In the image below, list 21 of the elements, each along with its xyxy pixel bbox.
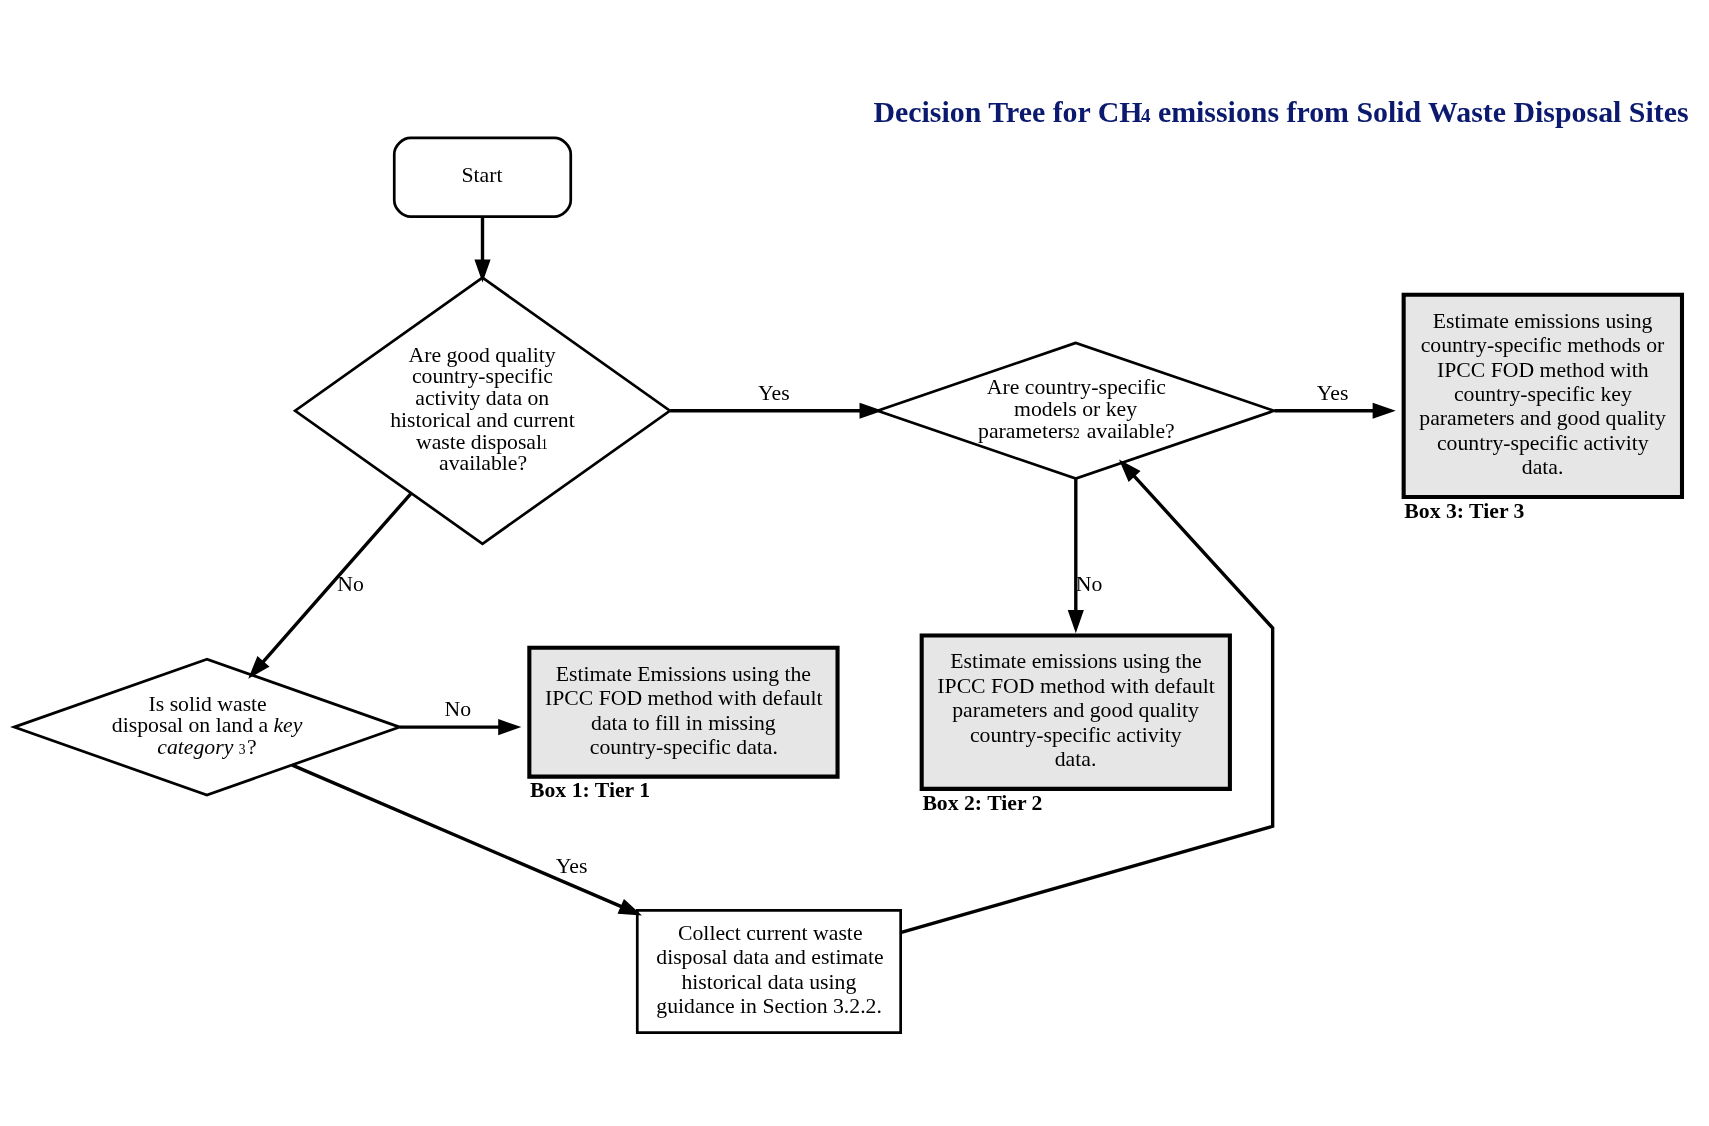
arrow (399, 718, 522, 735)
node-box: Start (392, 136, 573, 218)
edge-label: Yes (758, 380, 790, 405)
arrow (1274, 402, 1396, 419)
edge-label: Yes (555, 853, 588, 878)
arrow (1067, 478, 1084, 633)
node-label: Box 2: Tier 2 (922, 790, 1043, 815)
node-label: Box 1: Tier 1 (530, 777, 651, 802)
edge-label: No (444, 696, 472, 721)
arrow (291, 763, 642, 916)
edge-label: No (1075, 571, 1103, 596)
node-diamond: Are good quality country-specific activity data on historical and current waste disposal1 available? (292, 275, 673, 545)
arrow (248, 491, 413, 679)
arrow (670, 402, 883, 419)
node-box: Collect current waste disposal data and estimate historical data using guidance in Section 3.2.2. (635, 908, 902, 1034)
edge-label: Yes (1316, 380, 1349, 405)
diagram-title: Decision Tree for CH4 emissions from Solid Waste Disposal Sites (873, 94, 1689, 128)
arrow (900, 459, 1275, 934)
node-label: Box 3: Tier 3 (1404, 498, 1525, 523)
edge-label: No (337, 571, 364, 596)
arrow (474, 216, 491, 283)
